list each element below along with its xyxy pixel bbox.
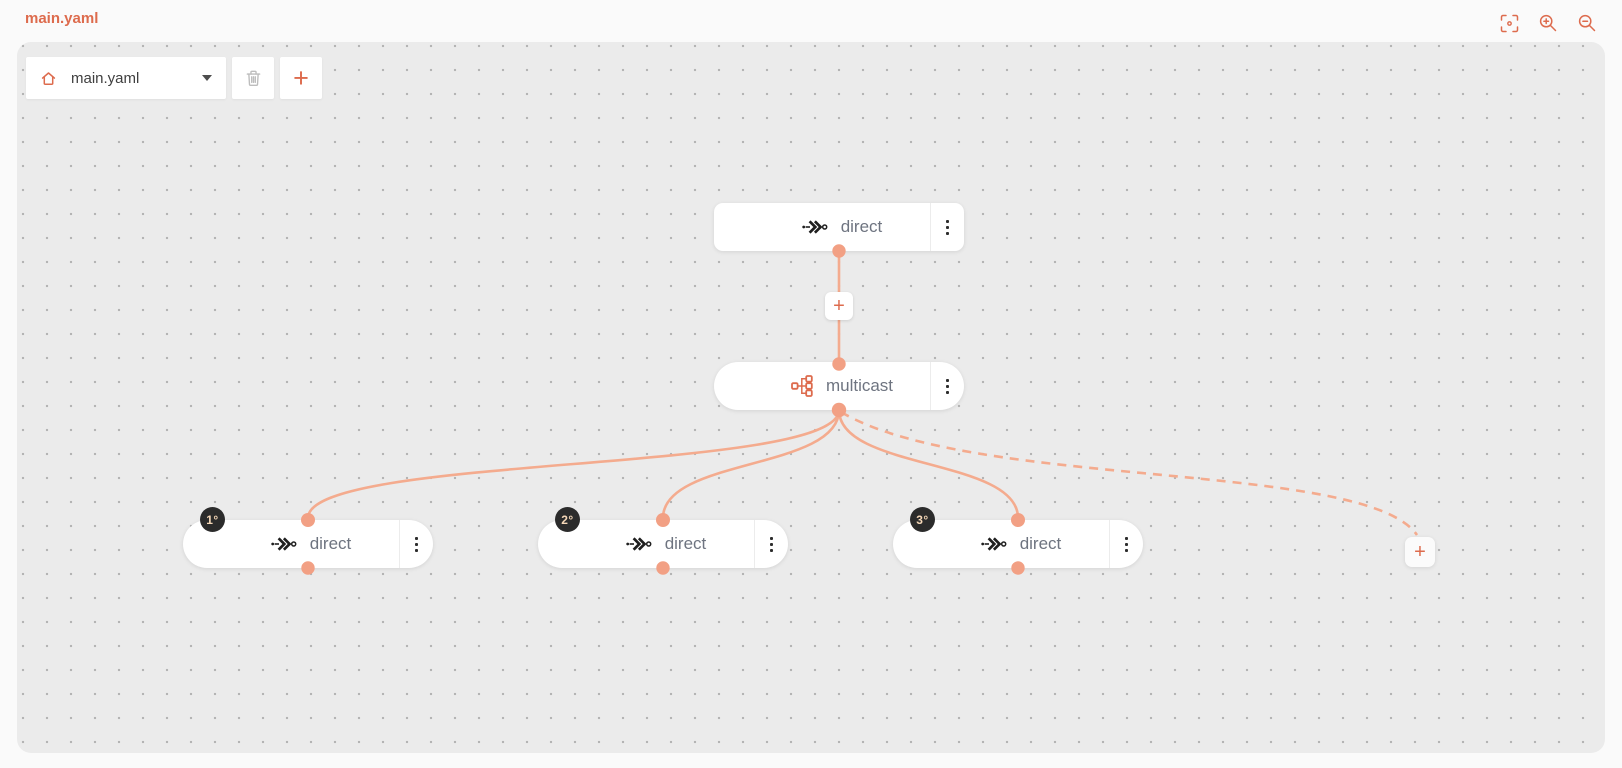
zoom-out-button[interactable]	[1574, 10, 1600, 36]
direct-icon	[802, 220, 828, 234]
edge-multicast-to-branch-3	[837, 409, 1020, 519]
branch-order-badge: 2°	[555, 507, 580, 532]
node-body: multicast	[714, 362, 930, 410]
fit-to-view-button[interactable]	[1496, 10, 1522, 36]
kebab-icon	[770, 536, 773, 552]
node-direct-branch-1[interactable]: 1° direct	[183, 507, 433, 568]
fit-to-view-icon	[1499, 13, 1520, 34]
direct-icon	[271, 537, 297, 551]
multicast-icon	[791, 375, 813, 397]
node-menu-button[interactable]	[930, 203, 964, 251]
node-menu-button[interactable]	[930, 362, 964, 410]
edge-multicast-to-branch-1	[306, 409, 841, 519]
node-body: direct	[893, 520, 1109, 568]
chevron-down-icon	[202, 75, 212, 81]
node-direct-branch-2[interactable]: 2° direct	[538, 507, 788, 568]
edge-multicast-to-branch-2	[661, 409, 841, 519]
new-flow-button[interactable]: +	[280, 57, 322, 99]
canvas-toolbar: main.yaml +	[26, 57, 322, 99]
node-menu-button[interactable]	[1109, 520, 1143, 568]
kebab-icon	[415, 536, 418, 552]
kebab-icon	[946, 219, 949, 235]
node-menu-button[interactable]	[399, 520, 433, 568]
view-controls	[1496, 10, 1600, 36]
branch-order-badge: 3°	[910, 507, 935, 532]
zoom-in-button[interactable]	[1535, 10, 1561, 36]
node-body: direct	[714, 203, 930, 251]
node-label: multicast	[825, 376, 894, 395]
node-label: direct	[664, 534, 707, 553]
insert-step-button[interactable]: +	[825, 292, 853, 320]
append-branch-button[interactable]: +	[1405, 537, 1435, 567]
node-label: direct	[309, 534, 352, 553]
node-direct-branch-3[interactable]: 3° direct	[893, 507, 1143, 568]
page-title: main.yaml	[25, 10, 99, 27]
direct-icon	[626, 537, 652, 551]
direct-icon	[981, 537, 1007, 551]
node-body: direct	[538, 520, 754, 568]
home-icon	[40, 70, 57, 87]
zoom-out-icon	[1577, 13, 1597, 33]
node-body: direct	[183, 520, 399, 568]
zoom-in-icon	[1538, 13, 1558, 33]
node-label: direct	[1019, 534, 1062, 553]
node-menu-button[interactable]	[754, 520, 788, 568]
delete-flow-button[interactable]	[232, 57, 274, 99]
node-direct-source[interactable]: direct	[714, 203, 964, 251]
flow-selector-dropdown[interactable]: main.yaml	[26, 57, 226, 99]
node-multicast[interactable]: multicast	[714, 362, 964, 410]
branch-order-badge: 1°	[200, 507, 225, 532]
flow-selector-value: main.yaml	[71, 69, 140, 87]
flow-canvas[interactable]: main.yaml +	[17, 42, 1605, 753]
node-label: direct	[840, 217, 883, 236]
trash-icon	[244, 69, 263, 88]
kebab-icon	[1125, 536, 1128, 552]
kebab-icon	[946, 378, 949, 394]
